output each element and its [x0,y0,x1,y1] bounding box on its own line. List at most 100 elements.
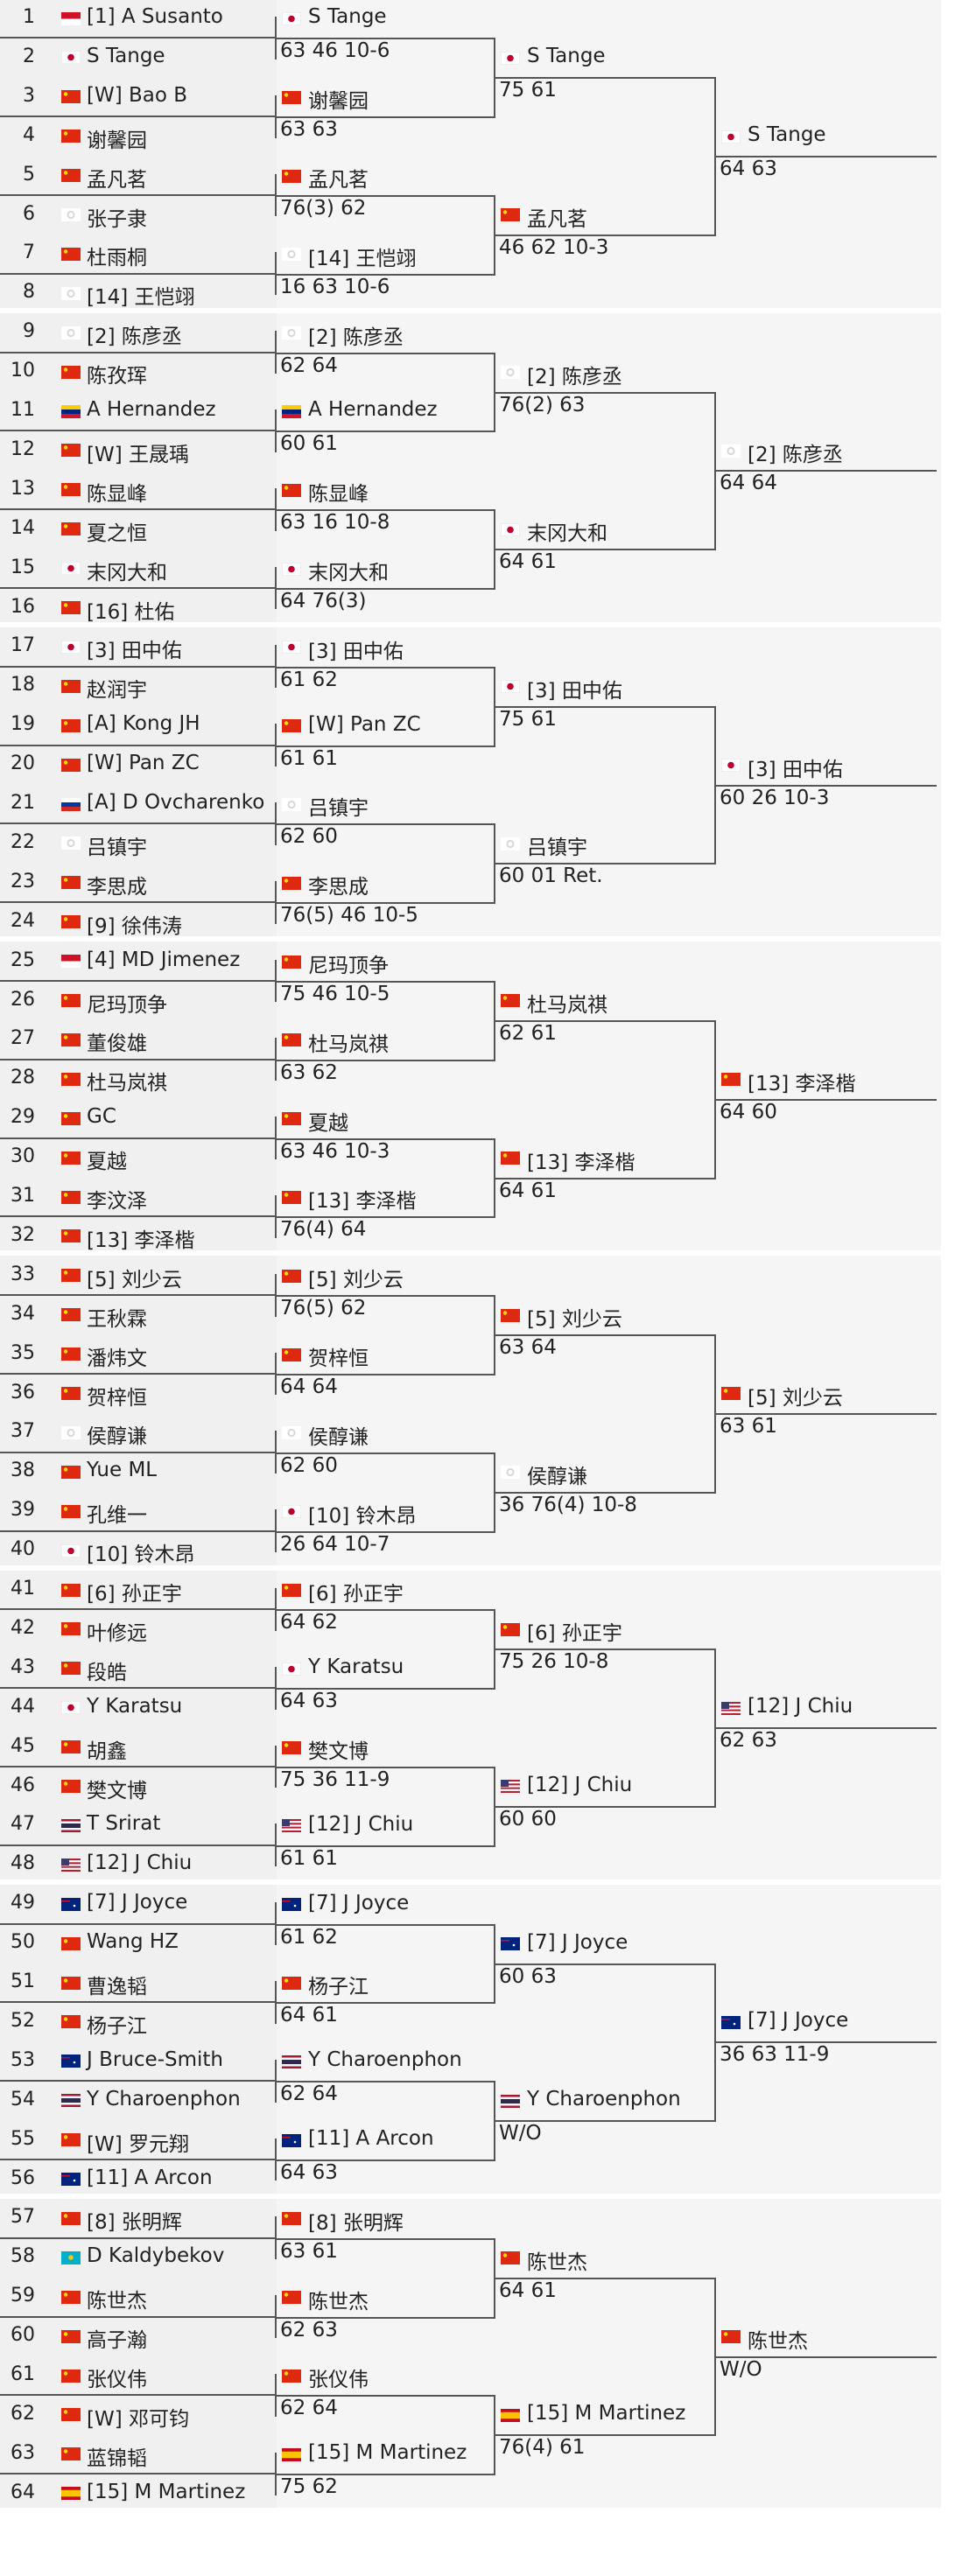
draw-entry-name[interactable]: 赵润宇 [87,679,147,703]
draw-entry-name[interactable]: [9] 徐伟涛 [87,914,182,938]
draw-entry-name[interactable]: 陈孜珲 [87,365,147,388]
draw-entry-name[interactable]: 杨子江 [87,2014,147,2038]
draw-entry-name[interactable]: S Tange [87,44,165,67]
round-2-winner[interactable]: 孟凡茗 [308,169,369,192]
round-2-winner[interactable]: 谢馨园 [308,90,369,114]
round-4-winner[interactable]: [5] 刘少云 [748,1386,843,1410]
draw-entry-name[interactable]: 李汶泽 [87,1190,147,1213]
draw-entry-name[interactable]: A Hernandez [87,398,216,421]
draw-entry-name[interactable]: 孔维一 [87,1504,147,1528]
draw-entry-name[interactable]: Yue ML [87,1459,158,1482]
draw-entry-name[interactable]: 王秋霖 [87,1307,147,1331]
round-2-winner[interactable]: 杨子江 [308,1976,369,1999]
draw-entry-name[interactable]: 夏之恒 [87,522,147,545]
round-2-winner[interactable]: [5] 刘少云 [308,1269,404,1292]
draw-entry-name[interactable]: 陈显峰 [87,482,147,506]
round-2-winner[interactable]: 李思成 [308,876,369,900]
draw-entry-name[interactable]: [W] 罗元翔 [87,2132,189,2156]
draw-entry-name[interactable]: 夏越 [87,1151,127,1174]
round-2-winner[interactable]: 杜马岚祺 [308,1032,389,1056]
draw-entry-name[interactable]: [8] 张明辉 [87,2211,182,2235]
round-3-winner[interactable]: 孟凡茗 [527,207,587,231]
round-2-winner[interactable]: 夏越 [308,1111,348,1135]
round-2-winner[interactable]: 张仪伟 [308,2369,369,2392]
draw-entry-name[interactable]: [14] 王恺翊 [87,286,195,310]
draw-entry-name[interactable]: D Kaldybekov [87,2244,225,2268]
draw-entry-name[interactable]: [A] Kong JH [87,712,200,736]
round-2-winner[interactable]: 樊文博 [308,1740,369,1764]
round-3-winner[interactable]: [2] 陈彦丞 [527,365,622,388]
round-2-winner[interactable]: 贺梓恒 [308,1348,369,1371]
round-3-winner[interactable]: [12] J Chiu [527,1773,633,1796]
draw-entry-name[interactable]: Y Charoenphon [87,2087,241,2110]
round-3-winner[interactable]: 吕镇宇 [527,836,587,860]
draw-entry-name[interactable]: [W] 王晟瑀 [87,443,189,466]
draw-entry-name[interactable]: 杜雨桐 [87,247,147,270]
draw-entry-name[interactable]: [7] J Joyce [87,1891,188,1914]
round-3-winner[interactable]: [13] 李泽楷 [527,1151,635,1174]
round-3-winner[interactable]: 侯醇谦 [527,1465,587,1488]
round-2-winner[interactable]: [W] Pan ZC [308,712,421,736]
round-2-winner[interactable]: [10] 铃木昂 [308,1504,417,1528]
draw-entry-name[interactable]: 樊文博 [87,1779,147,1802]
draw-entry-name[interactable]: [1] A Susanto [87,5,223,28]
draw-entry-name[interactable]: [5] 刘少云 [87,1268,182,1292]
round-2-winner[interactable]: A Hernandez [308,398,438,422]
round-4-winner[interactable]: [3] 田中佑 [748,758,843,781]
round-3-winner[interactable]: [5] 刘少云 [527,1308,622,1332]
draw-entry-name[interactable]: 张子隶 [87,207,147,231]
round-2-winner[interactable]: 吕镇宇 [308,797,369,821]
round-2-winner[interactable]: [6] 孙正宇 [308,1583,404,1606]
round-2-winner[interactable]: 陈世杰 [308,2290,369,2314]
draw-entry-name[interactable]: 陈世杰 [87,2290,147,2314]
draw-entry-name[interactable]: [W] Pan ZC [87,752,200,775]
round-2-winner[interactable]: 侯醇谦 [308,1425,369,1449]
round-2-winner[interactable]: [11] A Arcon [308,2127,434,2151]
draw-entry-name[interactable]: 孟凡茗 [87,168,147,192]
round-4-winner[interactable]: S Tange [748,123,826,147]
draw-entry-name[interactable]: [4] MD Jimenez [87,948,241,971]
round-2-winner[interactable]: [14] 王恺翊 [308,247,417,270]
draw-entry-name[interactable]: 高子瀚 [87,2329,147,2353]
round-4-winner[interactable]: [13] 李泽楷 [748,1072,856,1096]
draw-entry-name[interactable]: [16] 杜佑 [87,600,175,624]
draw-entry-name[interactable]: [W] Bao B [87,83,188,107]
draw-entry-name[interactable]: [A] D Ovcharenko [87,791,265,814]
draw-entry-name[interactable]: [12] J Chiu [87,1852,193,1875]
round-2-winner[interactable]: [15] M Martinez [308,2441,467,2465]
round-2-winner[interactable]: 尼玛顶争 [308,955,389,978]
round-2-winner[interactable]: [8] 张明辉 [308,2211,404,2235]
round-2-winner[interactable]: S Tange [308,5,387,29]
round-3-winner[interactable]: [3] 田中佑 [527,679,622,703]
draw-entry-name[interactable]: [W] 邓可钧 [87,2407,189,2431]
draw-entry-name[interactable]: 叶修远 [87,1621,147,1645]
draw-entry-name[interactable]: 董俊雄 [87,1032,147,1056]
draw-entry-name[interactable]: 李思成 [87,875,147,899]
round-4-winner[interactable]: [7] J Joyce [748,2009,849,2033]
round-3-winner[interactable]: [6] 孙正宇 [527,1622,622,1646]
round-3-winner[interactable]: 陈世杰 [527,2250,587,2274]
round-3-winner[interactable]: 杜马岚祺 [527,993,607,1017]
draw-entry-name[interactable]: [6] 孙正宇 [87,1583,182,1606]
draw-entry-name[interactable]: 段皓 [87,1661,127,1684]
draw-entry-name[interactable]: [15] M Martinez [87,2480,246,2503]
round-2-winner[interactable]: 末冈大和 [308,562,389,585]
round-2-winner[interactable]: [2] 陈彦丞 [308,326,404,349]
round-3-winner[interactable]: S Tange [527,45,606,68]
draw-entry-name[interactable]: Wang HZ [87,1930,179,1954]
draw-entry-name[interactable]: 胡鑫 [87,1740,127,1763]
draw-entry-name[interactable]: [2] 陈彦丞 [87,326,182,349]
draw-entry-name[interactable]: 贺梓恒 [87,1386,147,1410]
draw-entry-name[interactable]: 吕镇宇 [87,836,147,859]
round-2-winner[interactable]: [3] 田中佑 [308,640,404,663]
draw-entry-name[interactable]: T Srirat [87,1812,161,1836]
round-4-winner[interactable]: 陈世杰 [748,2329,808,2353]
draw-entry-name[interactable]: 末冈大和 [87,561,167,584]
draw-entry-name[interactable]: 侯醇谦 [87,1425,147,1449]
round-4-winner[interactable]: [12] J Chiu [748,1695,853,1718]
round-2-winner[interactable]: Y Charoenphon [308,2048,462,2072]
draw-entry-name[interactable]: 蓝锦韬 [87,2446,147,2470]
round-2-winner[interactable]: [12] J Chiu [308,1812,414,1836]
draw-entry-name[interactable]: Y Karatsu [87,1694,183,1718]
round-3-winner[interactable]: [7] J Joyce [527,1930,628,1954]
